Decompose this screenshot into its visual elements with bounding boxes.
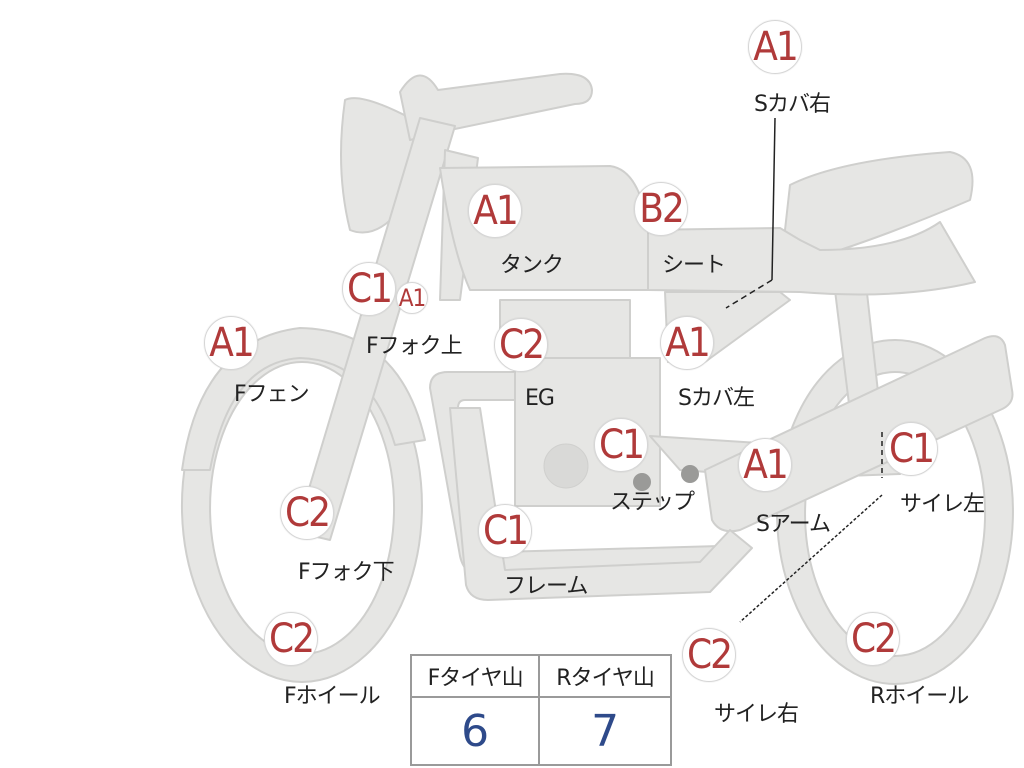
grade-badge-tank: A1 xyxy=(468,184,522,238)
grade-badge-muffler-left: C1 xyxy=(884,422,938,476)
grade-badge-f-fork-upper-extra: A1 xyxy=(396,282,428,314)
step-peg xyxy=(633,473,651,491)
seat-shape xyxy=(784,151,974,281)
front-tire-header: Fタイヤ山 xyxy=(409,654,541,698)
part-label-f-fender: Fフェン xyxy=(234,382,310,407)
tire-tread-table: Fタイヤ山 Rタイヤ山 6 7 xyxy=(409,654,672,766)
grade-badge-s-cover-left: A1 xyxy=(660,316,714,370)
leader-line-s-cover-right xyxy=(771,117,776,281)
front-tire-value: 6 xyxy=(409,696,541,766)
grade-badge-f-fender: A1 xyxy=(204,316,258,370)
grade-badge-f-fork-upper: C1 xyxy=(342,262,396,316)
leader-line-muffler-right xyxy=(739,494,883,623)
leader-line-s-cover-right xyxy=(725,279,773,309)
part-label-s-cover-left: Sカバ左 xyxy=(678,386,755,411)
grade-badge-muffler-right: C2 xyxy=(682,628,736,682)
part-label-swing-arm: Sアーム xyxy=(756,512,831,537)
part-label-tank: タンク xyxy=(500,253,564,278)
rear-tire-header: Rタイヤ山 xyxy=(538,654,672,698)
part-label-s-cover-right: Sカバ右 xyxy=(754,92,831,117)
part-label-muffler-right: サイレ右 xyxy=(714,702,799,727)
part-label-muffler-left: サイレ左 xyxy=(900,492,985,517)
rear-tire-value: 7 xyxy=(538,696,672,766)
part-label-f-fork-upper: Fフォク上 xyxy=(366,334,463,359)
grade-badge-engine: C2 xyxy=(494,318,548,372)
part-label-f-fork-lower: Fフォク下 xyxy=(298,560,395,585)
grade-badge-s-cover-right: A1 xyxy=(748,20,802,74)
grade-badge-seat: B2 xyxy=(634,182,688,236)
grade-badge-f-wheel: C2 xyxy=(264,612,318,666)
part-label-f-wheel: Fホイール xyxy=(284,684,381,709)
grade-badge-r-wheel: C2 xyxy=(846,612,900,666)
grade-badge-frame: C1 xyxy=(478,504,532,558)
engine-cover-circle xyxy=(543,443,589,489)
grade-badge-swing-arm: A1 xyxy=(738,438,792,492)
part-label-frame: フレーム xyxy=(504,574,588,599)
grade-badge-step: C1 xyxy=(594,418,648,472)
part-label-r-wheel: Rホイール xyxy=(870,684,969,709)
part-label-engine: EG xyxy=(525,386,555,411)
step-peg xyxy=(681,465,699,483)
part-label-seat: シート xyxy=(662,253,726,278)
exhaust-pipe-shape xyxy=(449,407,753,601)
grade-badge-f-fork-lower: C2 xyxy=(280,486,334,540)
fork-shape xyxy=(295,117,456,541)
part-label-step: ステップ xyxy=(610,490,695,515)
seat-rail-shape xyxy=(639,221,976,296)
